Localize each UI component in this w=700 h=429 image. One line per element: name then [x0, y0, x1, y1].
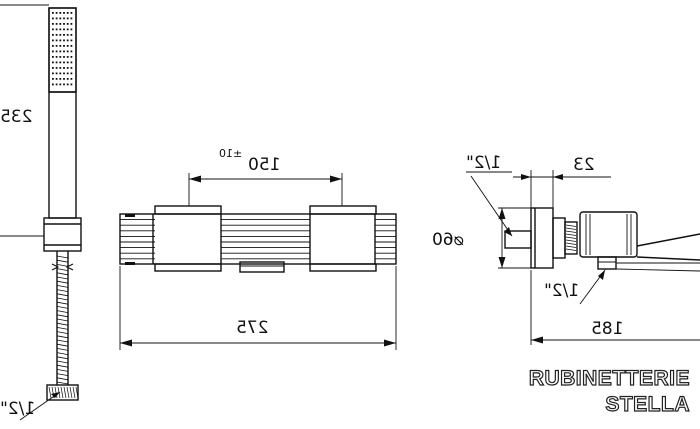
thermostat-front-view — [119, 173, 397, 350]
hand-shower-view — [0, 4, 82, 421]
side-outlet — [597, 256, 617, 270]
brand-line-2: STELLA — [605, 393, 690, 416]
label-diameter: ⌀60 — [432, 230, 464, 250]
label-inlet-thread: 1/2" — [466, 153, 501, 173]
label-total-depth: 185 — [591, 319, 623, 339]
label-hand-shower-length: 235 — [0, 107, 32, 127]
mixer-body — [119, 213, 397, 265]
label-total-width: 275 — [236, 318, 268, 338]
left-valve-bottom — [154, 263, 222, 272]
left-valve-top — [154, 205, 222, 215]
flexible-hose — [51, 251, 74, 385]
label-depth-offset: 23 — [573, 155, 595, 175]
connector-thread — [564, 221, 578, 255]
shower-nozzle-grid — [52, 12, 73, 86]
thermostat-side-view — [466, 170, 700, 345]
hose-nut — [46, 384, 79, 401]
connector-nut — [552, 217, 566, 259]
hose-connector — [43, 217, 82, 252]
right-valve-top — [309, 205, 377, 215]
mixer-body-section — [579, 211, 638, 258]
brand-line-1: RUBINETTERIE — [528, 367, 690, 390]
label-outlet-thread: 1/2" — [544, 281, 579, 301]
label-hand-shower-thread: 1/2" — [0, 399, 35, 419]
label-center-tolerance: ±10 — [219, 147, 242, 160]
mixer-outlet — [239, 261, 285, 273]
label-center-distance: 150 — [248, 155, 280, 175]
right-valve-bottom — [309, 263, 377, 272]
